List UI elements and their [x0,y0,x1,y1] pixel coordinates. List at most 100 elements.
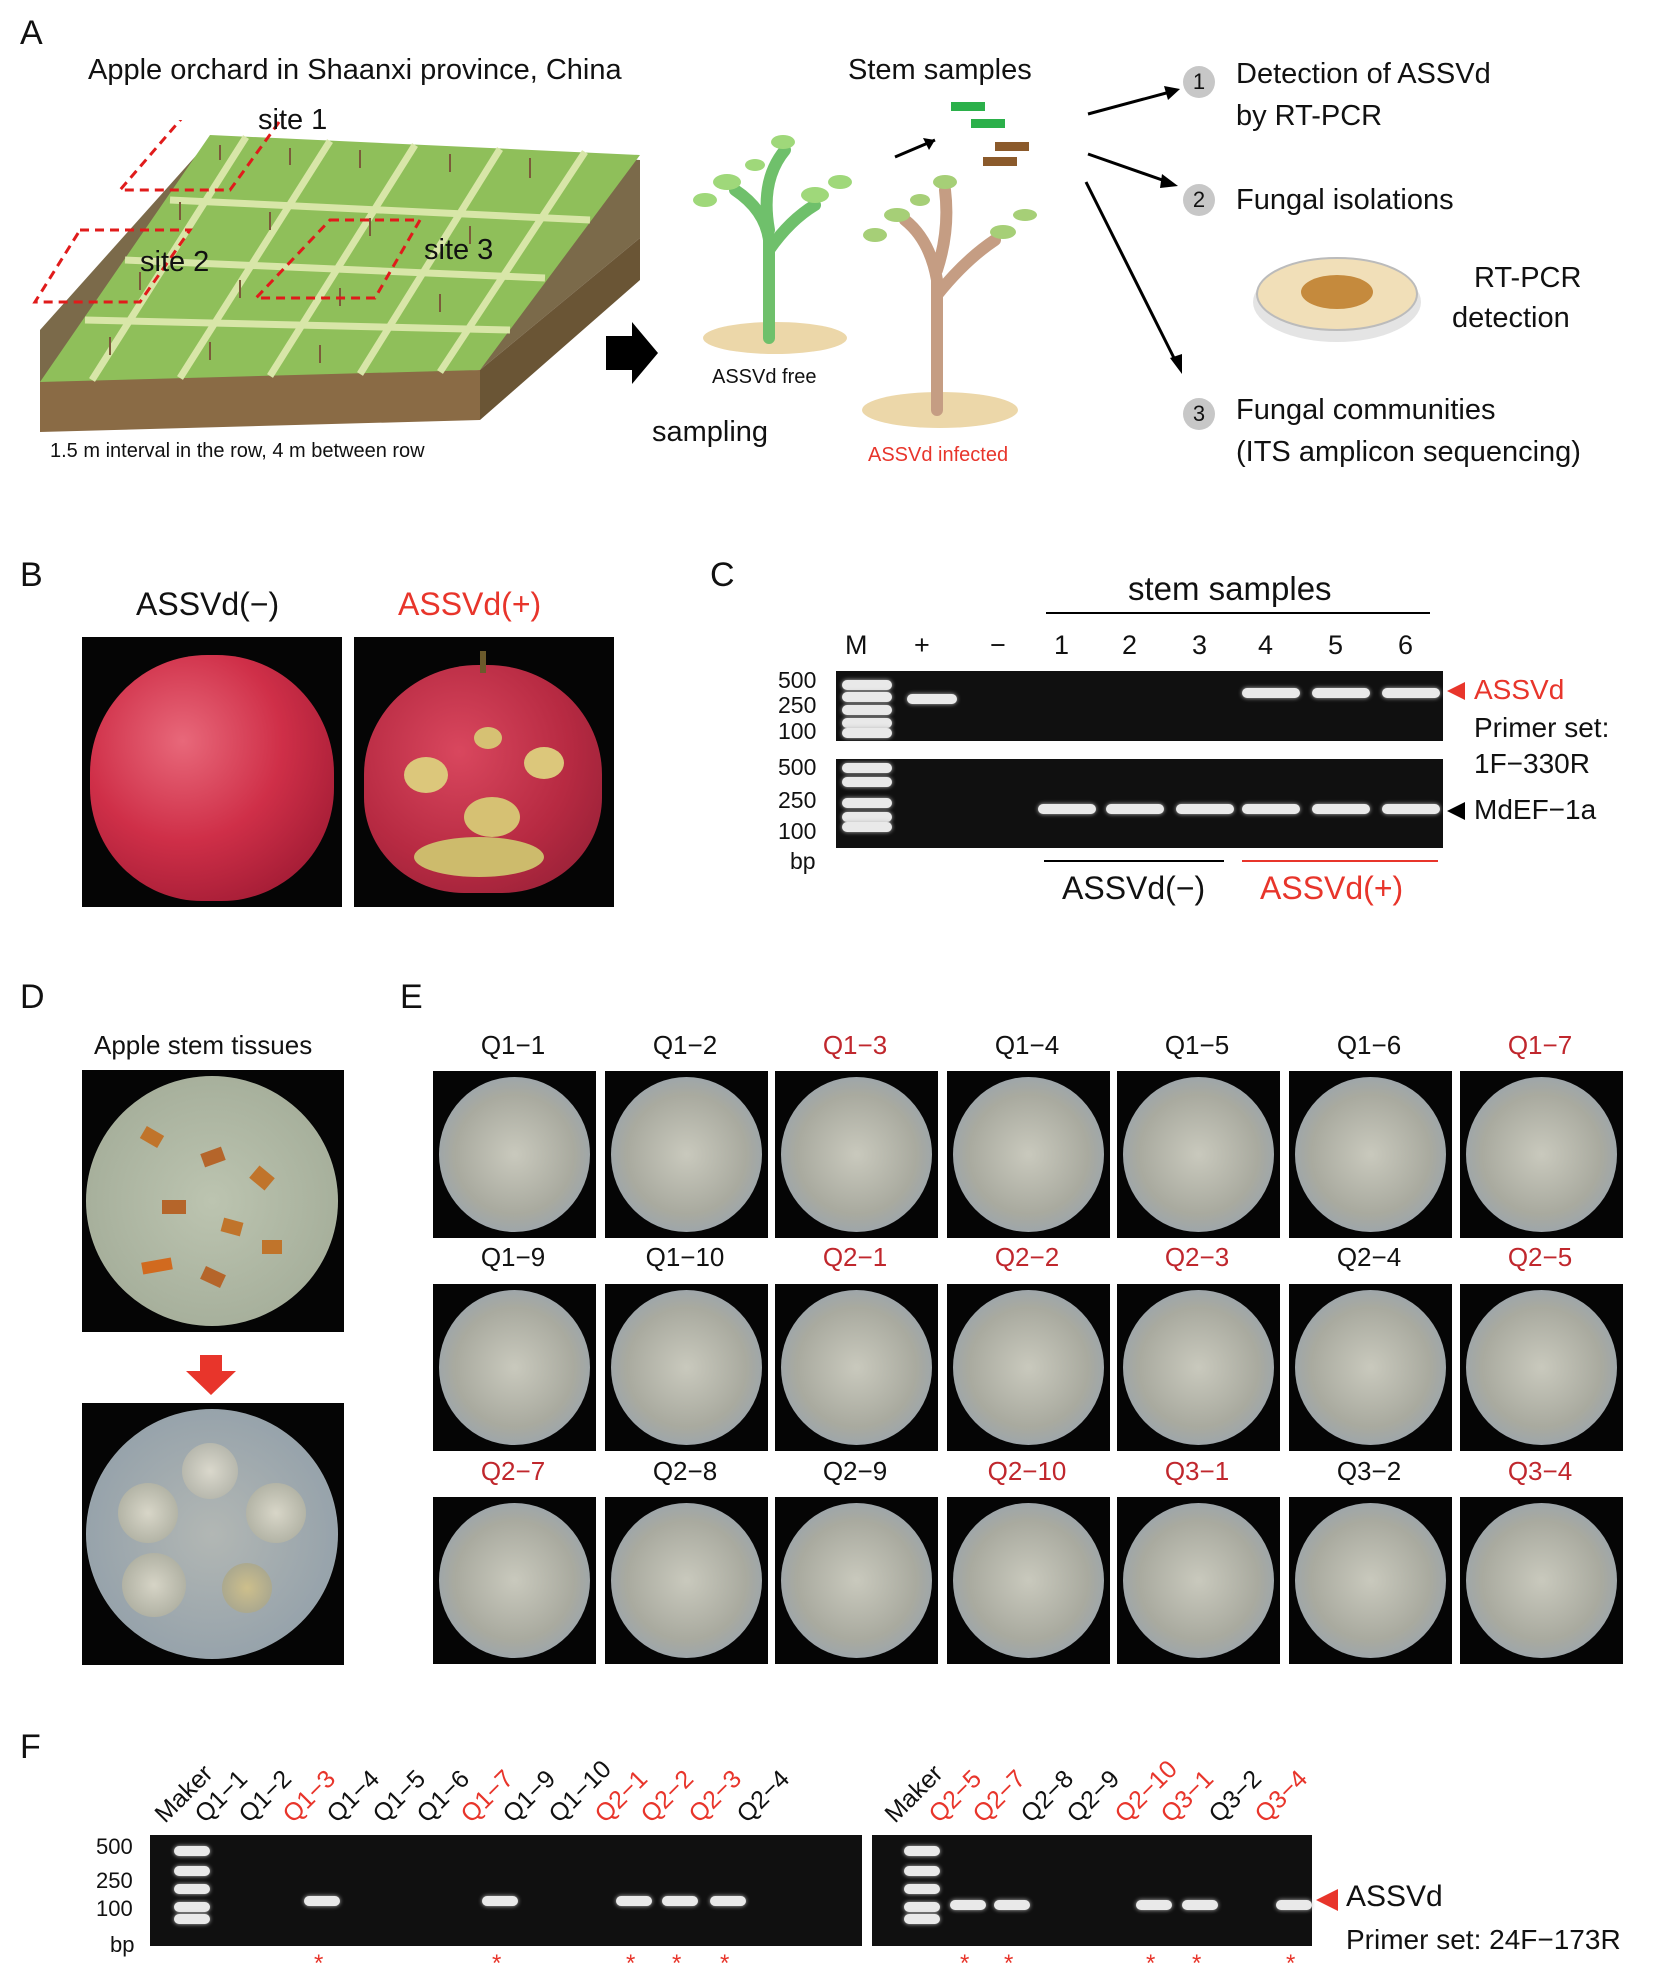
isolate-plate-photo [1117,1071,1280,1238]
culture-plate [1123,1503,1274,1658]
gel-bp-label: bp [790,848,816,874]
isolate-label: Q2−5 [1507,1242,1573,1272]
lane-label-1: + [914,630,930,660]
step-2-line1: Fungal isolations [1236,184,1454,216]
isolate-label: Q2−8 [652,1456,718,1486]
stem-samples-label: Stem samples [848,54,1032,86]
gel-f1-lane-label: Q2−2 [635,1764,700,1829]
marker-band-4 [842,728,892,738]
mdef-band-lane-3 [1038,804,1096,814]
mdef-band-lane-6 [1242,804,1300,814]
stem-sample-icons [894,102,1029,166]
gel-f2 [872,1835,1312,1946]
positive-control-band [907,694,957,704]
gel2-size-500: 500 [778,754,817,780]
detection-label: detection [1452,302,1570,334]
marker2-band-4 [842,822,892,832]
isolate-label: Q2−7 [480,1456,546,1486]
assvd-band [616,1896,652,1906]
isolate-plate-photo [775,1497,938,1664]
marker-band-3 [842,718,892,728]
culture-plate [1466,1077,1617,1232]
assvd-pointer-icon [1447,682,1465,700]
mdef-target-label: MdEF−1a [1474,794,1597,825]
assvd-pointer-icon-f [1316,1889,1338,1911]
fruit-positive-label: ASSVd(+) [398,586,542,622]
isolate-plate-photo [1289,1284,1452,1451]
stem-samples-header: stem samples [1128,570,1332,607]
isolate-label: Q1−1 [480,1030,546,1060]
mdef-pointer-icon [1447,802,1465,820]
isolate-label: Q1−10 [645,1242,725,1272]
lane-label-0: M [845,630,868,660]
culture-plate [1466,1290,1617,1445]
culture-plate [1295,1503,1446,1658]
isolate-label: Q1−2 [652,1030,718,1060]
step-1-line2: by RT-PCR [1236,100,1383,132]
spacing-note: 1.5 m interval in the row, 4 m between r… [50,440,425,462]
marker2-band-3 [842,812,892,822]
healthy-apple-photo [82,637,342,907]
isolate-plate-photo [605,1071,768,1238]
marker-f1-band-0 [174,1846,210,1856]
assvd-band [710,1896,746,1906]
gel2-size-250: 250 [778,787,817,813]
lane-label-7: 5 [1328,630,1344,660]
isolate-plate-photo [1117,1497,1280,1664]
isolate-plate-photo [1289,1497,1452,1664]
marker-band-0 [842,680,892,690]
positive-star: * [1286,1950,1296,1977]
site-2-label: site 2 [140,246,210,278]
isolate-plate-photo [947,1284,1110,1451]
gel1-size-100: 100 [778,718,817,744]
mdef-band-lane-7 [1312,804,1370,814]
isolate-plate-photo [1460,1284,1623,1451]
isolate-plate-photo [433,1071,596,1238]
fungal-isolation-plate-photo [82,1403,344,1665]
assvd-band [1182,1900,1218,1910]
positive-star: * [720,1950,730,1977]
assvd-band-lane-8 [1382,688,1440,698]
positive-star: * [1192,1950,1202,1977]
marker-f1-band-4 [174,1914,210,1924]
stem-samples-rule [1046,612,1430,614]
mdef-band-lane-8 [1382,804,1440,814]
positive-group-label: ASSVd(+) [1260,870,1404,906]
sampling-label: sampling [652,416,769,448]
primer-set-name: 1F−330R [1474,748,1590,779]
down-arrow-icon [186,1355,236,1395]
positive-star: * [1146,1950,1156,1977]
marker2-band-0 [842,763,892,773]
isolate-label: Q3−4 [1507,1456,1573,1486]
culture-plate [781,1077,932,1232]
step-3-line2: (ITS amplicon sequencing) [1236,436,1581,468]
culture-plate [953,1503,1104,1658]
negative-group-rule [1044,860,1224,862]
lane-label-2: − [990,630,1006,660]
primer-set-label: Primer set: [1474,712,1610,743]
positive-star: * [1004,1950,1014,1977]
isolate-plate-photo [775,1284,938,1451]
step-3-badge: 3 [1183,398,1215,430]
isolate-label: Q1−9 [480,1242,546,1272]
stem-tissue-plate-photo [82,1070,344,1332]
culture-plate [611,1077,762,1232]
culture-plate [1123,1290,1274,1445]
gel1-size-250: 250 [778,692,817,718]
assvd-band [950,1900,986,1910]
marker-f1-band-1 [174,1866,210,1876]
lane-label-8: 6 [1398,630,1414,660]
isolate-label: Q2−9 [822,1456,888,1486]
positive-star: * [314,1950,324,1977]
isolate-label: Q1−7 [1507,1030,1573,1060]
assvd-infected-label: ASSVd infected [868,444,1009,466]
assvd-band [1276,1900,1312,1910]
assvd-band [994,1900,1030,1910]
stem-tissues-title: Apple stem tissues [94,1030,313,1060]
gel-f1-lane-label: Q2−3 [683,1764,748,1829]
panel-label-e: E [400,978,423,1016]
positive-star: * [492,1950,502,1977]
isolate-plate-photo [1460,1071,1623,1238]
gel-f2-lane-label: Q3−4 [1249,1764,1314,1829]
petri-dish-icon [1253,257,1421,342]
